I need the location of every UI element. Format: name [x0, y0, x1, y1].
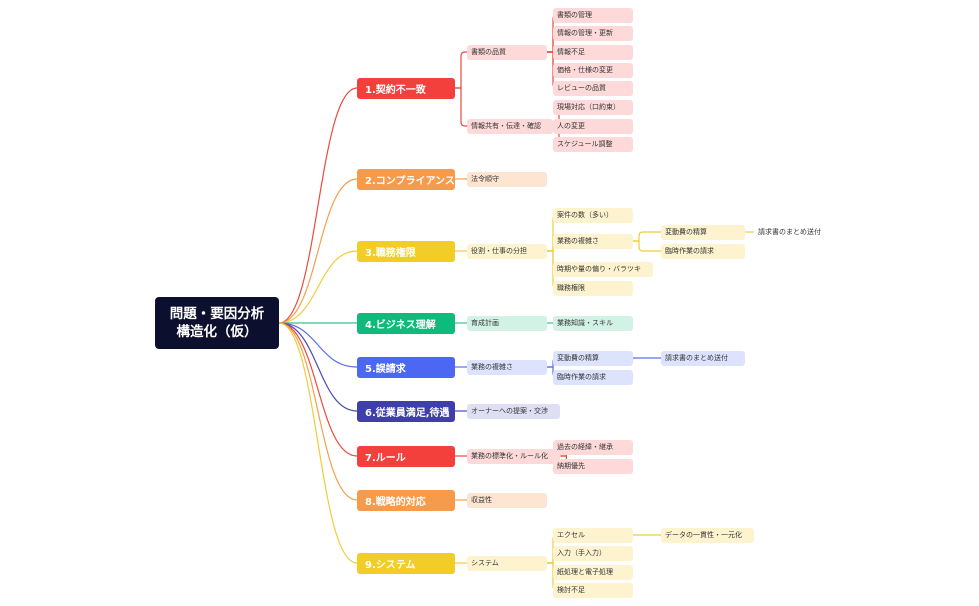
topic-node[interactable]: オーナーへの提案・交渉: [467, 403, 561, 419]
subtopic-node[interactable]: 検討不足: [553, 582, 633, 598]
connector-root-3: [278, 250, 358, 324]
detail-node[interactable]: データの一貫性・一元化: [661, 527, 755, 543]
topic-node[interactable]: 育成計画: [467, 315, 547, 331]
connector-root-2: [278, 178, 358, 324]
subtopic-node[interactable]: 過去の経緯・継承: [553, 439, 633, 455]
subtopic-node[interactable]: 情報不足: [553, 44, 633, 60]
leaf-node[interactable]: 請求書のまとめ送付: [758, 228, 821, 236]
topic-node[interactable]: 役割・仕事の分担: [467, 243, 547, 259]
subtopic-node[interactable]: 時期や量の偏り・バラツキ: [553, 261, 653, 277]
topic-node[interactable]: 収益性: [467, 492, 547, 508]
branch-node-1[interactable]: 1.契約不一致: [357, 77, 455, 99]
subtopic-node[interactable]: 業務の複雑さ: [553, 233, 633, 249]
connector-root-8: [278, 322, 358, 501]
topic-node[interactable]: システム: [467, 555, 547, 571]
subtopic-node[interactable]: 情報の管理・更新: [553, 25, 633, 41]
connector-root-7: [278, 322, 358, 457]
subtopic-node[interactable]: 紙処理と電子処理: [553, 564, 633, 580]
topic-node[interactable]: 情報共有・伝達・確認: [467, 118, 553, 134]
branch-node-5[interactable]: 5.誤請求: [357, 356, 455, 378]
branch-node-4[interactable]: 4.ビジネス理解: [357, 312, 455, 334]
branch-node-3[interactable]: 3.職務権限: [357, 240, 455, 262]
subtopic-node[interactable]: スケジュール調整: [553, 136, 633, 152]
subtopic-node[interactable]: エクセル: [553, 527, 633, 543]
subtopic-node[interactable]: 入力（手入力）: [553, 545, 633, 561]
subtopic-node[interactable]: 臨時作業の請求: [553, 369, 633, 385]
branch-node-8[interactable]: 8.戦略的対応: [357, 489, 455, 511]
detail-node[interactable]: 変動費の精算: [661, 224, 745, 240]
branch-node-6[interactable]: 6.従業員満足,待遇: [357, 400, 455, 422]
detail-node[interactable]: 請求書のまとめ送付: [661, 350, 745, 366]
subtopic-node[interactable]: 案件の数（多い）: [553, 207, 633, 223]
subtopic-node[interactable]: レビューの品質: [553, 80, 633, 96]
subtopic-node[interactable]: 納期優先: [553, 458, 633, 474]
subtopic-node[interactable]: 職務権限: [553, 280, 633, 296]
branch-node-7[interactable]: 7.ルール: [357, 445, 455, 467]
subtopic-node[interactable]: 現場対応（口約束）: [553, 99, 633, 115]
connector-l4: [633, 231, 661, 242]
connector-l4: [633, 240, 661, 252]
branch-node-2[interactable]: 2.コンプライアンス: [357, 168, 455, 190]
detail-node[interactable]: 臨時作業の請求: [661, 243, 745, 259]
connector-root-1: [278, 87, 358, 324]
subtopic-node[interactable]: 変動費の精算: [553, 350, 633, 366]
subtopic-node[interactable]: 書類の管理: [553, 7, 633, 23]
connector-root-9: [278, 322, 358, 564]
topic-node[interactable]: 業務の標準化・ルール化: [467, 448, 561, 464]
subtopic-node[interactable]: 人の変更: [553, 118, 633, 134]
topic-node[interactable]: 法令順守: [467, 171, 547, 187]
connector-root-5: [278, 322, 358, 368]
branch-node-9[interactable]: 9.システム: [357, 552, 455, 574]
connector-l2: [455, 87, 467, 127]
root-node[interactable]: 問題・要因分析 構造化（仮）: [155, 297, 279, 349]
connector-l2: [455, 51, 467, 89]
topic-node[interactable]: 業務の複雑さ: [467, 359, 547, 375]
subtopic-node[interactable]: 業務知識・スキル: [553, 315, 633, 331]
connector-root-6: [278, 322, 358, 412]
topic-node[interactable]: 書類の品質: [467, 44, 547, 60]
subtopic-node[interactable]: 価格・仕様の変更: [553, 62, 633, 78]
